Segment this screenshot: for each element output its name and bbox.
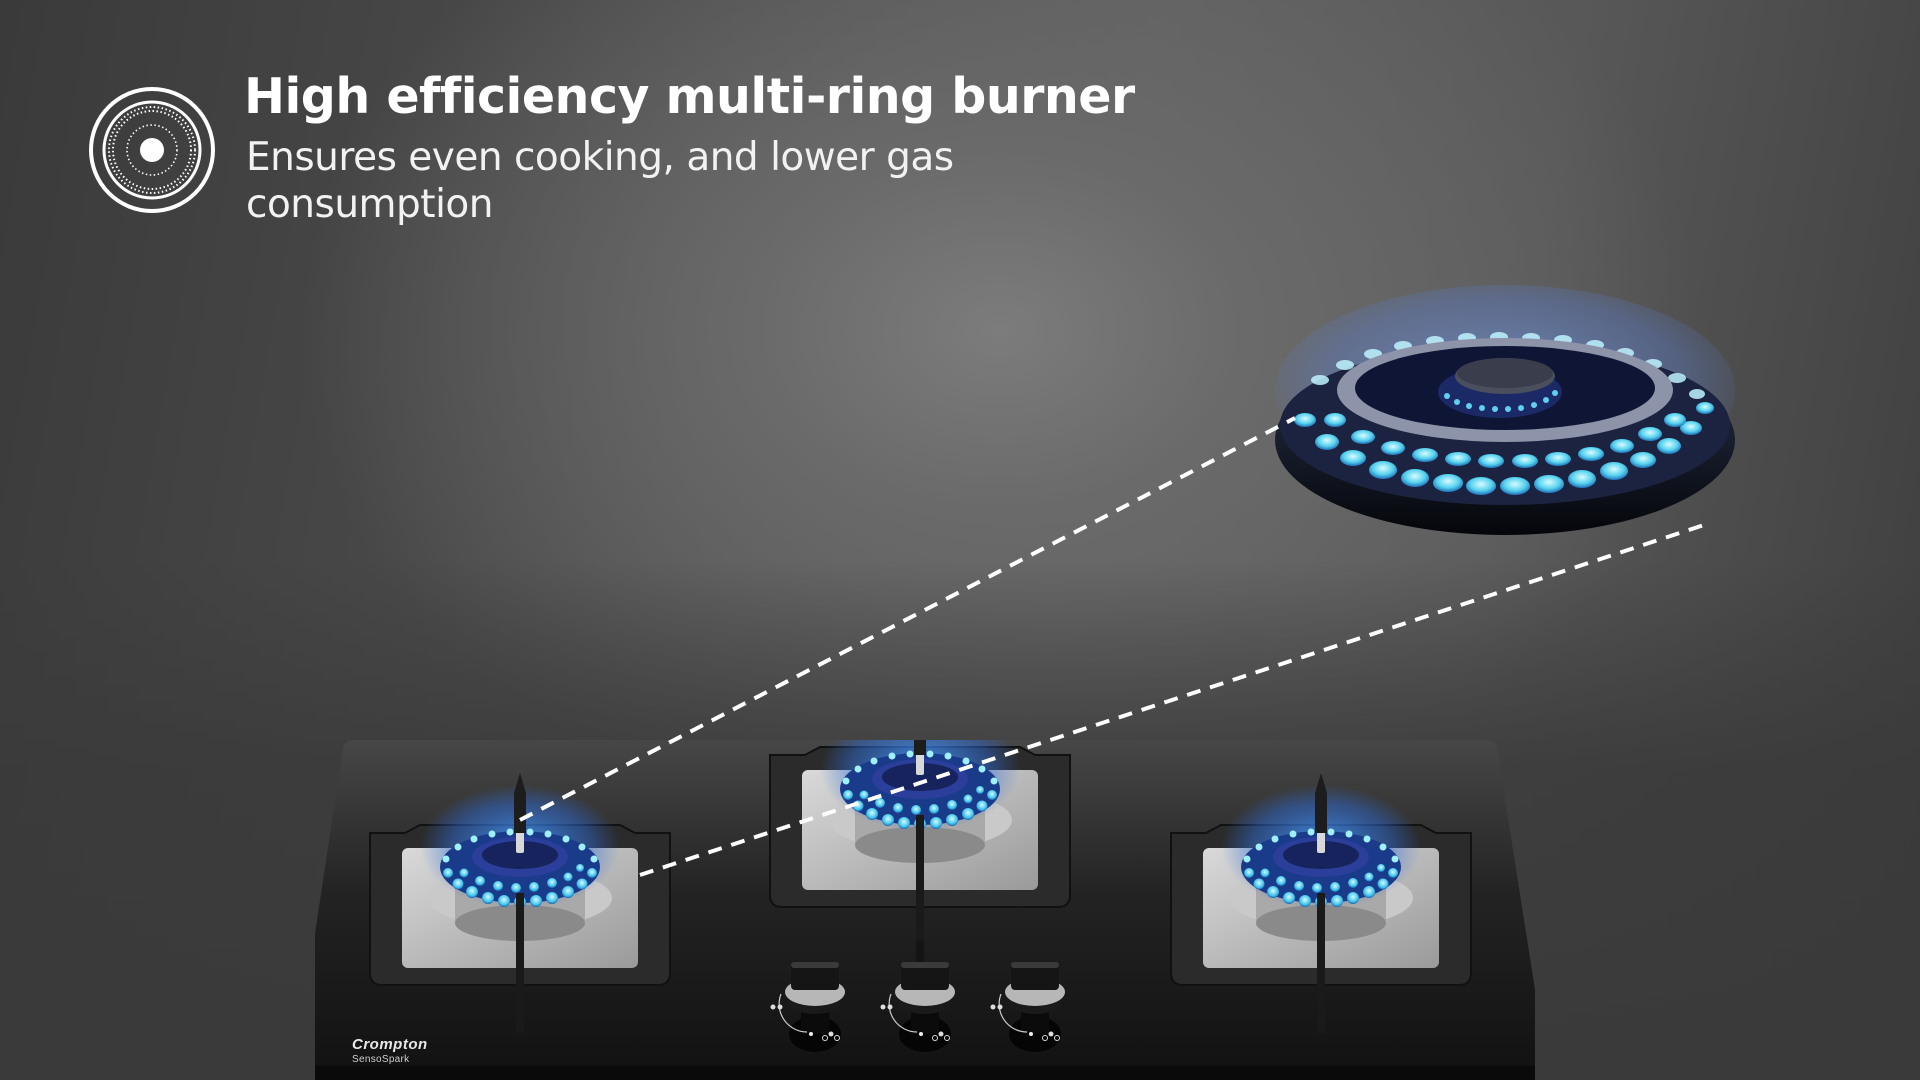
feature-subtitle-line2: consumption [246,182,494,227]
feature-subtitle-line1: Ensures even cooking, and lower gas [246,135,954,180]
feature-subtitle: Ensures even cooking, and lower gas cons… [246,134,1006,228]
model-line: SensoSpark [352,1054,410,1065]
gas-hob-image [315,740,1535,1080]
multi-ring-burner-icon [89,87,215,213]
feature-title: High efficiency multi-ring burner [244,68,1135,125]
brand-name: Crompton [352,1036,428,1053]
enlarged-burner-image [1275,285,1735,535]
brand-label: Crompton SensoSpark [352,1036,428,1065]
